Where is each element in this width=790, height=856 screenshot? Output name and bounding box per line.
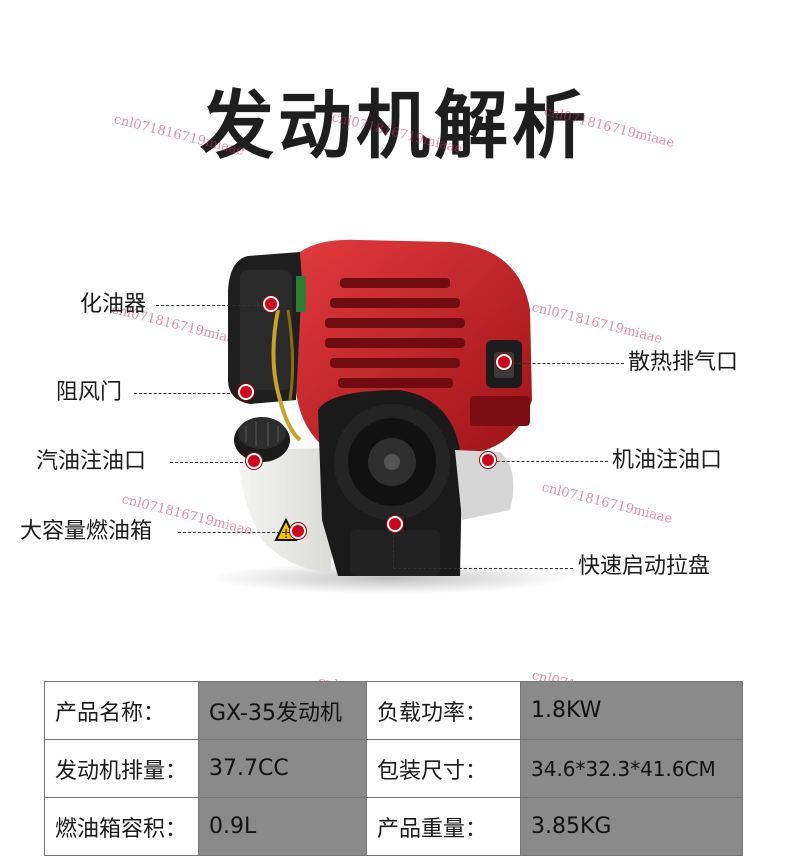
leader-line [156,305,266,306]
page-title: 发动机解析 [200,83,590,169]
spec-label: 包装尺寸： [366,739,521,798]
marker-dot [263,296,279,312]
engine-image: ! [210,239,570,594]
marker-dot [238,384,254,400]
marker-dot [480,452,496,468]
spec-label: 产品名称： [44,681,199,740]
svg-text:!: ! [284,527,289,541]
table-row: 发动机排量： 37.7CC 包装尺寸： 34.6*32.3*41.6CM [44,739,743,798]
spec-label: 燃油箱容积： [44,797,199,856]
spec-value: 1.8KW [520,681,743,740]
leader-line [393,524,394,568]
leader-line [393,568,573,569]
marker-dot [387,516,403,532]
table-row: 产品名称： GX-35发动机 负载功率： 1.8KW [44,681,743,740]
marker-dot [246,453,262,469]
leader-line [492,461,608,462]
callout-fuel-tank: 大容量燃油箱 [20,519,153,544]
leader-line [170,462,248,463]
callout-oil-filler: 机油注油口 [612,448,723,473]
leader-line [508,363,624,364]
callout-choke: 阻风门 [56,380,123,405]
spec-value: 37.7CC [198,739,367,798]
spec-value: 0.9L [198,797,367,856]
callout-carburetor: 化油器 [80,292,147,317]
spec-value: 3.85KG [520,797,743,856]
spec-label: 发动机排量： [44,739,199,798]
spec-table: 产品名称： GX-35发动机 负载功率： 1.8KW 发动机排量： 37.7CC… [44,681,743,856]
marker-dot [290,523,306,539]
callout-recoil-starter: 快速启动拉盘 [578,554,711,579]
spec-value: 34.6*32.3*41.6CM [520,739,743,798]
leader-line [134,393,240,394]
spec-label: 负载功率： [366,681,521,740]
marker-dot [496,354,512,370]
spec-label: 产品重量： [366,797,521,856]
callout-fuel-filler: 汽油注油口 [36,449,147,474]
table-row: 燃油箱容积： 0.9L 产品重量： 3.85KG [44,797,743,856]
spec-value: GX-35发动机 [198,681,367,740]
leader-line [178,532,290,533]
callout-exhaust: 散热排气口 [628,350,739,375]
